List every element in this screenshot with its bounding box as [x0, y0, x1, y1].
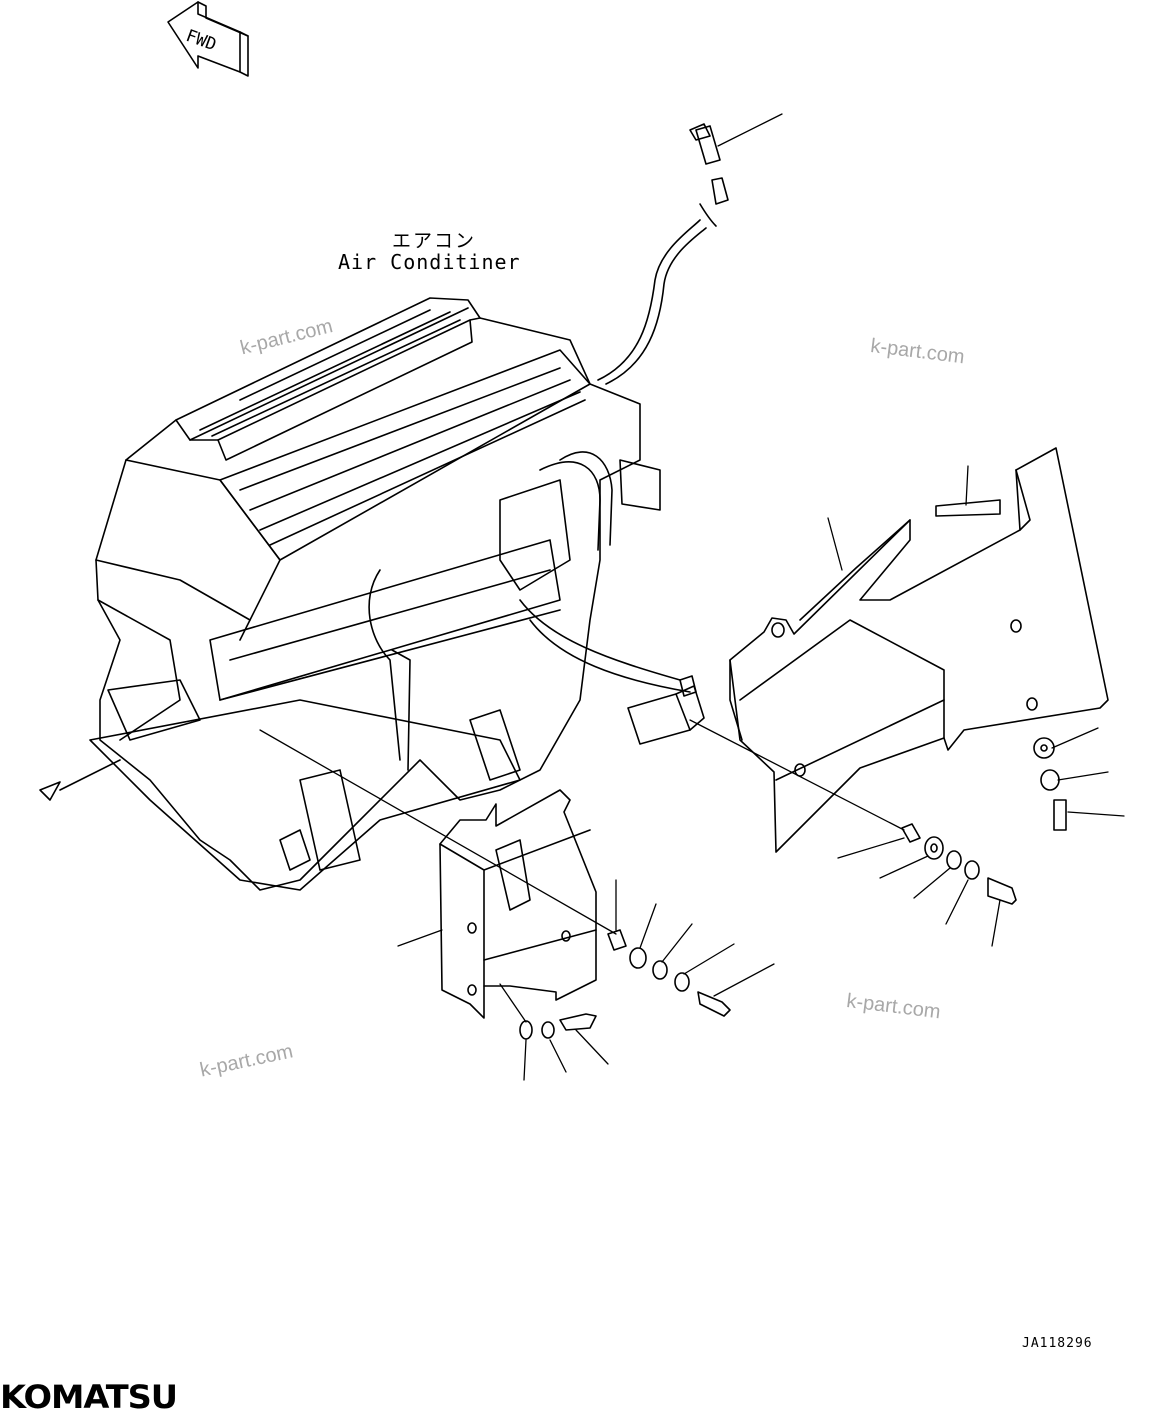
drawing-code: JA118296: [1022, 1336, 1093, 1351]
right-cover-plate: [729, 447, 1109, 853]
component-label-english: Air Conditiner: [338, 250, 521, 274]
left-bracket: [439, 789, 597, 1019]
brand-logo: KOMATSU: [0, 1378, 178, 1416]
sensor-harness: [597, 123, 729, 385]
leader-lines: [259, 113, 1125, 1081]
left-fasteners: [519, 929, 731, 1040]
air-conditioner-unit: [39, 297, 691, 891]
harness-connector: [627, 675, 705, 745]
component-label-japanese: エアコン: [392, 230, 477, 252]
fwd-arrow-icon: [167, 1, 249, 77]
right-fasteners: [901, 737, 1067, 905]
